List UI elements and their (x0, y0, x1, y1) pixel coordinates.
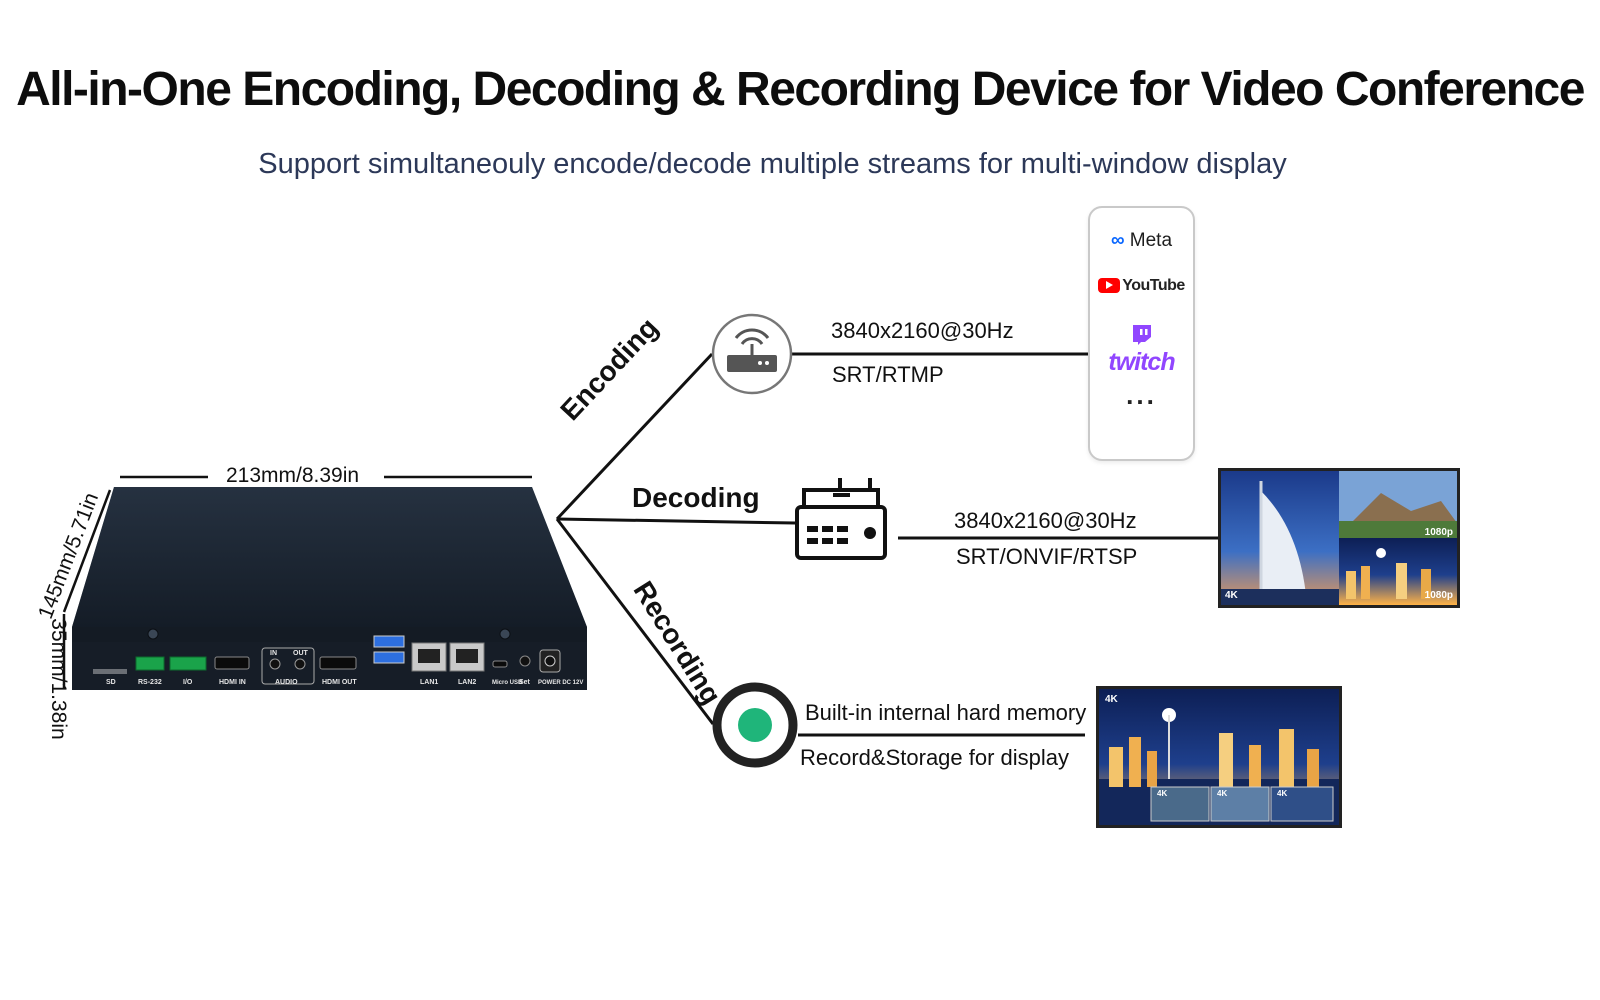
encoding-resolution: 3840x2160@30Hz (831, 318, 1014, 343)
port-label-lan2: LAN2 (458, 679, 476, 686)
port-label-sd: SD (106, 679, 116, 686)
port-label-audio-out: OUT (293, 650, 309, 657)
encoding-protocol: SRT/RTMP (832, 362, 944, 387)
port-label-io: I/O (183, 679, 193, 686)
record-icon (712, 682, 798, 768)
port-label-lan1: LAN1 (420, 679, 438, 686)
badge-4k: 4K (1217, 789, 1228, 798)
multiview-display: 4K 1080p 1080p (1218, 468, 1460, 608)
twitch-glyph-icon (1132, 325, 1151, 345)
streaming-platforms-card: ∞ Meta YouTube twitch ... (1088, 206, 1195, 461)
youtube-logo: YouTube (1090, 277, 1193, 295)
meta-logo: ∞ Meta (1110, 230, 1173, 251)
port-label-audio-in: IN (270, 650, 277, 657)
decoder-icon (795, 478, 887, 560)
more-platforms: ... (1126, 380, 1157, 410)
recording-display-text: Record&Storage for display (800, 745, 1070, 770)
badge-4k: 4K (1105, 694, 1118, 705)
port-label-micro-usb: Micro USB (492, 680, 523, 686)
router-icon (711, 313, 793, 395)
device-width-label: 213mm/8.39in (226, 464, 360, 487)
port-label-hdmi-in: HDMI IN (219, 679, 246, 686)
port-label-set: Set (519, 679, 531, 686)
recording-storage-text: Built-in internal hard memory (805, 700, 1087, 725)
twitch-logo: twitch (1090, 324, 1193, 377)
port-legend: SD RS-232 I/O HDMI IN AUDIO IN OUT HDMI … (106, 650, 583, 686)
encoding-branch-line (555, 352, 714, 521)
device-height-label: 35mm/1.38in (47, 618, 70, 740)
decoding-resolution: 3840x2160@30Hz (954, 508, 1137, 533)
recording-branch-line (555, 518, 715, 725)
decoding-branch-line (556, 517, 796, 525)
dimension-lines (62, 475, 532, 688)
youtube-play-icon (1098, 278, 1121, 294)
badge-4k: 4K (1277, 789, 1288, 798)
decoding-protocol: SRT/ONVIF/RTSP (956, 544, 1138, 569)
badge-4k: 4K (1225, 590, 1238, 601)
badge-1080p: 1080p (1424, 590, 1453, 601)
recording-display-image (1099, 689, 1339, 825)
port-label-power: POWER DC 12V (538, 680, 583, 686)
page-title: All-in-One Encoding, Decoding & Recordin… (16, 63, 1585, 116)
multiview-thumbnails (1221, 471, 1457, 605)
recording-display: 4K 4K 4K 4K (1096, 686, 1342, 828)
port-label-audio: AUDIO (275, 679, 298, 686)
port-label-hdmi-out: HDMI OUT (322, 679, 357, 686)
port-label-rs232: RS-232 (138, 679, 162, 686)
badge-4k: 4K (1157, 789, 1168, 798)
device-lip (72, 627, 587, 642)
badge-1080p: 1080p (1424, 527, 1453, 538)
page-subtitle: Support simultaneouly encode/decode mult… (258, 148, 1287, 180)
device-illustration: SD RS-232 I/O HDMI IN AUDIO IN OUT HDMI … (72, 487, 587, 690)
decoding-label: Decoding (632, 482, 760, 513)
